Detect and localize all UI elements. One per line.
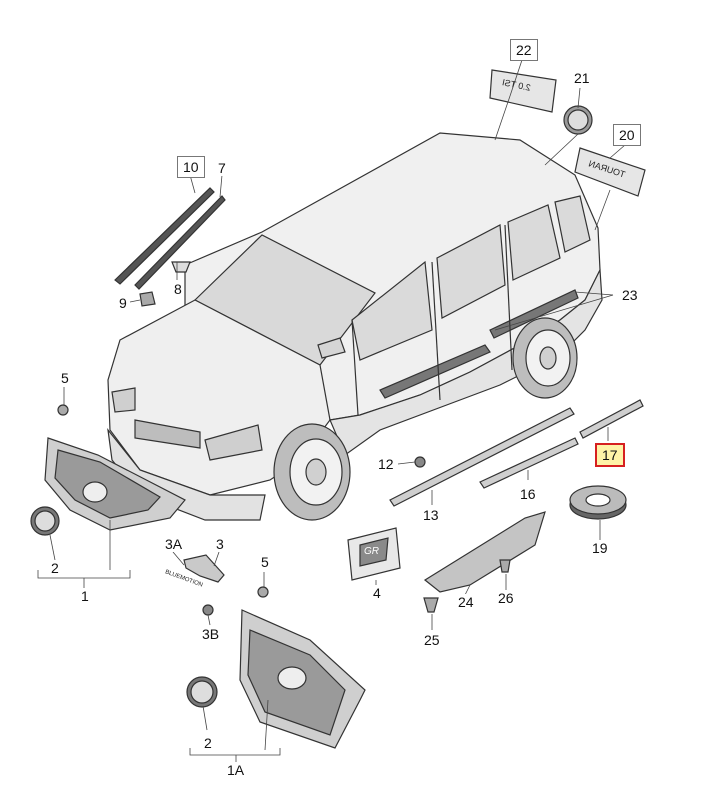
grille-1 [30,404,186,536]
callout-1: 1 [79,588,91,604]
callout-25: 25 [422,632,442,648]
roof-trim-parts [114,187,226,307]
callout-16: 16 [518,486,538,502]
side-mouldings [389,399,644,613]
callout-2-lower: 2 [202,735,214,751]
callout-9: 9 [117,295,129,311]
callout-19: 19 [590,540,610,556]
callout-20: 20 [613,124,641,146]
callout-3b: 3B [200,626,222,642]
badges [489,69,646,197]
bracket-3 [183,554,225,616]
emblem-4 [347,527,401,581]
callout-4: 4 [371,585,383,601]
callout-26: 26 [496,590,516,606]
callout-12: 12 [376,456,396,472]
callout-8: 8 [172,281,184,297]
grille-1a [186,586,366,749]
callout-17-highlighted[interactable]: 17 [595,443,625,467]
callout-10: 10 [177,156,205,178]
callout-5-upper: 5 [59,370,71,386]
car-illustration [107,132,603,521]
callout-22: 22 [510,39,538,61]
callout-13: 13 [421,507,441,523]
callout-3a: 3A [163,536,185,552]
callout-23: 23 [620,287,640,303]
callout-5-lower: 5 [259,554,271,570]
callout-7: 7 [216,160,228,176]
callout-24: 24 [456,594,476,610]
callout-3: 3 [214,536,226,552]
callout-21: 21 [572,70,592,86]
leader-lines [37,59,626,762]
emblem-4-text: GR [364,546,379,557]
callout-1a: 1A [225,762,247,778]
callout-2-upper: 2 [49,560,61,576]
